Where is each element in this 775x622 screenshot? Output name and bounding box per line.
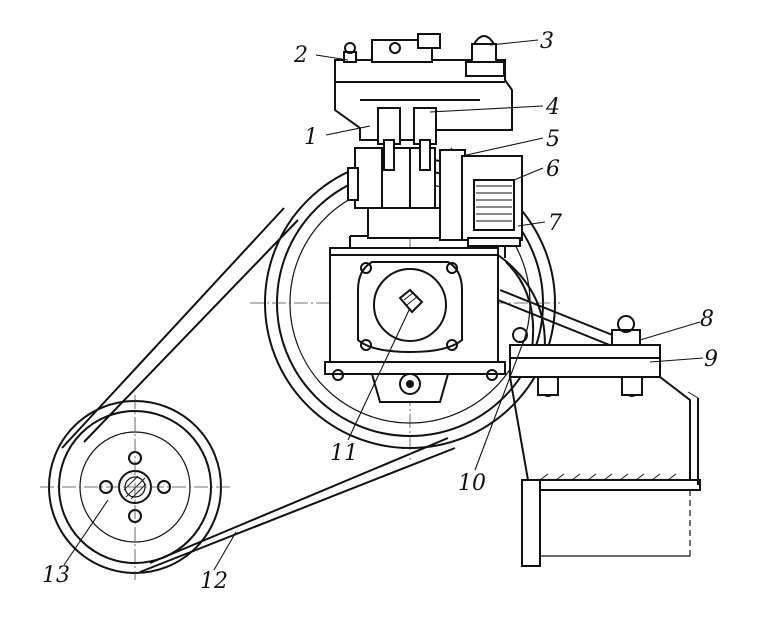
callout-13: 13 [42, 563, 70, 588]
callout-2: 2 [293, 43, 308, 68]
callout-5: 5 [546, 127, 560, 152]
callout-6: 6 [546, 157, 560, 182]
callout-12: 12 [200, 569, 228, 594]
cylinder-head [334, 33, 513, 171]
callout-10: 10 [458, 471, 486, 496]
callout-7: 7 [548, 211, 562, 236]
callout-9: 9 [704, 347, 718, 372]
air-filter [439, 149, 523, 258]
callout-11: 11 [330, 441, 358, 466]
callout-1: 1 [304, 125, 318, 150]
crankcase [324, 235, 506, 403]
mounting-bracket [509, 315, 699, 485]
leader-lines [63, 39, 704, 571]
callout-4: 4 [545, 95, 560, 120]
frame-base [521, 473, 701, 567]
callout-3: 3 [540, 29, 554, 54]
callouts: 1 2 3 4 5 6 7 8 9 10 11 12 13 [42, 29, 718, 594]
callout-8: 8 [700, 307, 714, 332]
